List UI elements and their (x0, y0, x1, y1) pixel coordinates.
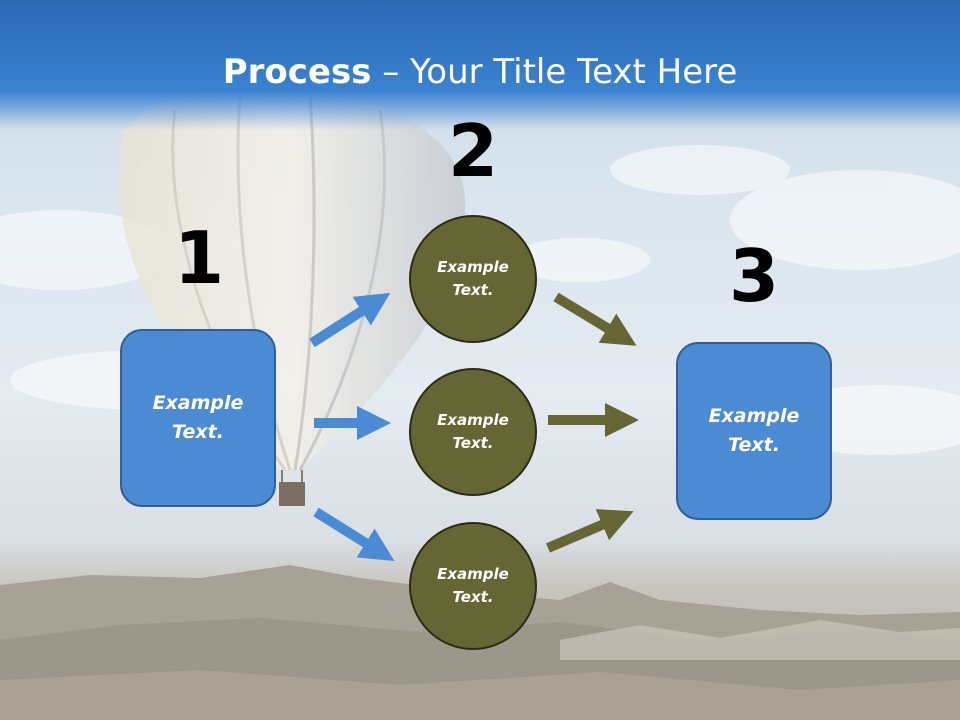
arrow-down-right-icon (313, 507, 395, 562)
slide-title: Process – Your Title Text Here (0, 52, 960, 92)
title-bold: Process (222, 52, 372, 92)
step-number-3: 3 (728, 234, 780, 318)
title-band (0, 0, 960, 130)
title-rest: – Your Title Text Here (371, 52, 738, 92)
arrow-down-right-olive-icon (553, 292, 637, 346)
step-number-2: 2 (447, 109, 499, 193)
step-number-1: 1 (173, 216, 225, 300)
arrow-up-right-olive-icon (546, 509, 634, 553)
landscape (0, 565, 960, 720)
arrow-up-right-icon (309, 292, 391, 348)
